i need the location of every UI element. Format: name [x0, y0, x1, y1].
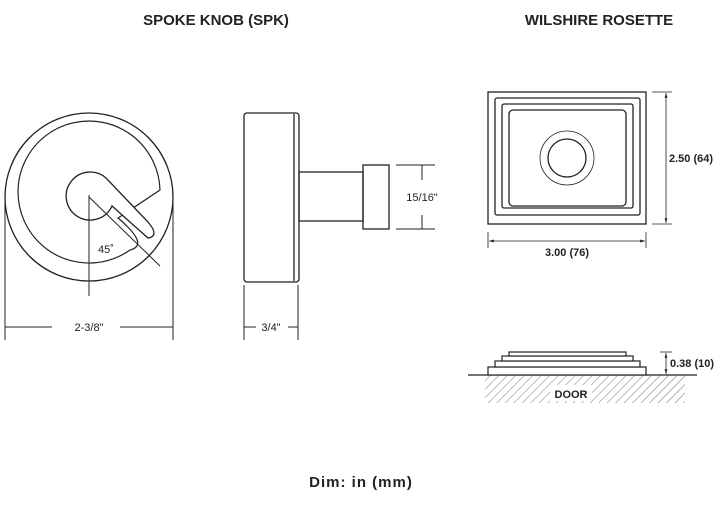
- units-note: Dim: in (mm): [309, 474, 413, 491]
- height-label: 2.50 (64): [669, 153, 713, 165]
- rosette-side-view: [468, 351, 697, 403]
- knob-side-view: [243, 112, 435, 340]
- rosette-title: WILSHIRE ROSETTE: [525, 12, 673, 29]
- cap-label: 15/16": [406, 192, 438, 204]
- door-label: DOOR: [555, 389, 588, 401]
- rosette-front-view: [487, 91, 672, 248]
- diameter-label: 2-3/8": [75, 322, 104, 334]
- angle-label: 45˚: [98, 244, 114, 256]
- thickness-label: 0.38 (10): [670, 358, 714, 370]
- knob-front-view: [4, 112, 174, 340]
- width-label: 3.00 (76): [545, 247, 589, 259]
- knob-title: SPOKE KNOB (SPK): [143, 12, 289, 29]
- depth-label: 3/4": [261, 322, 280, 334]
